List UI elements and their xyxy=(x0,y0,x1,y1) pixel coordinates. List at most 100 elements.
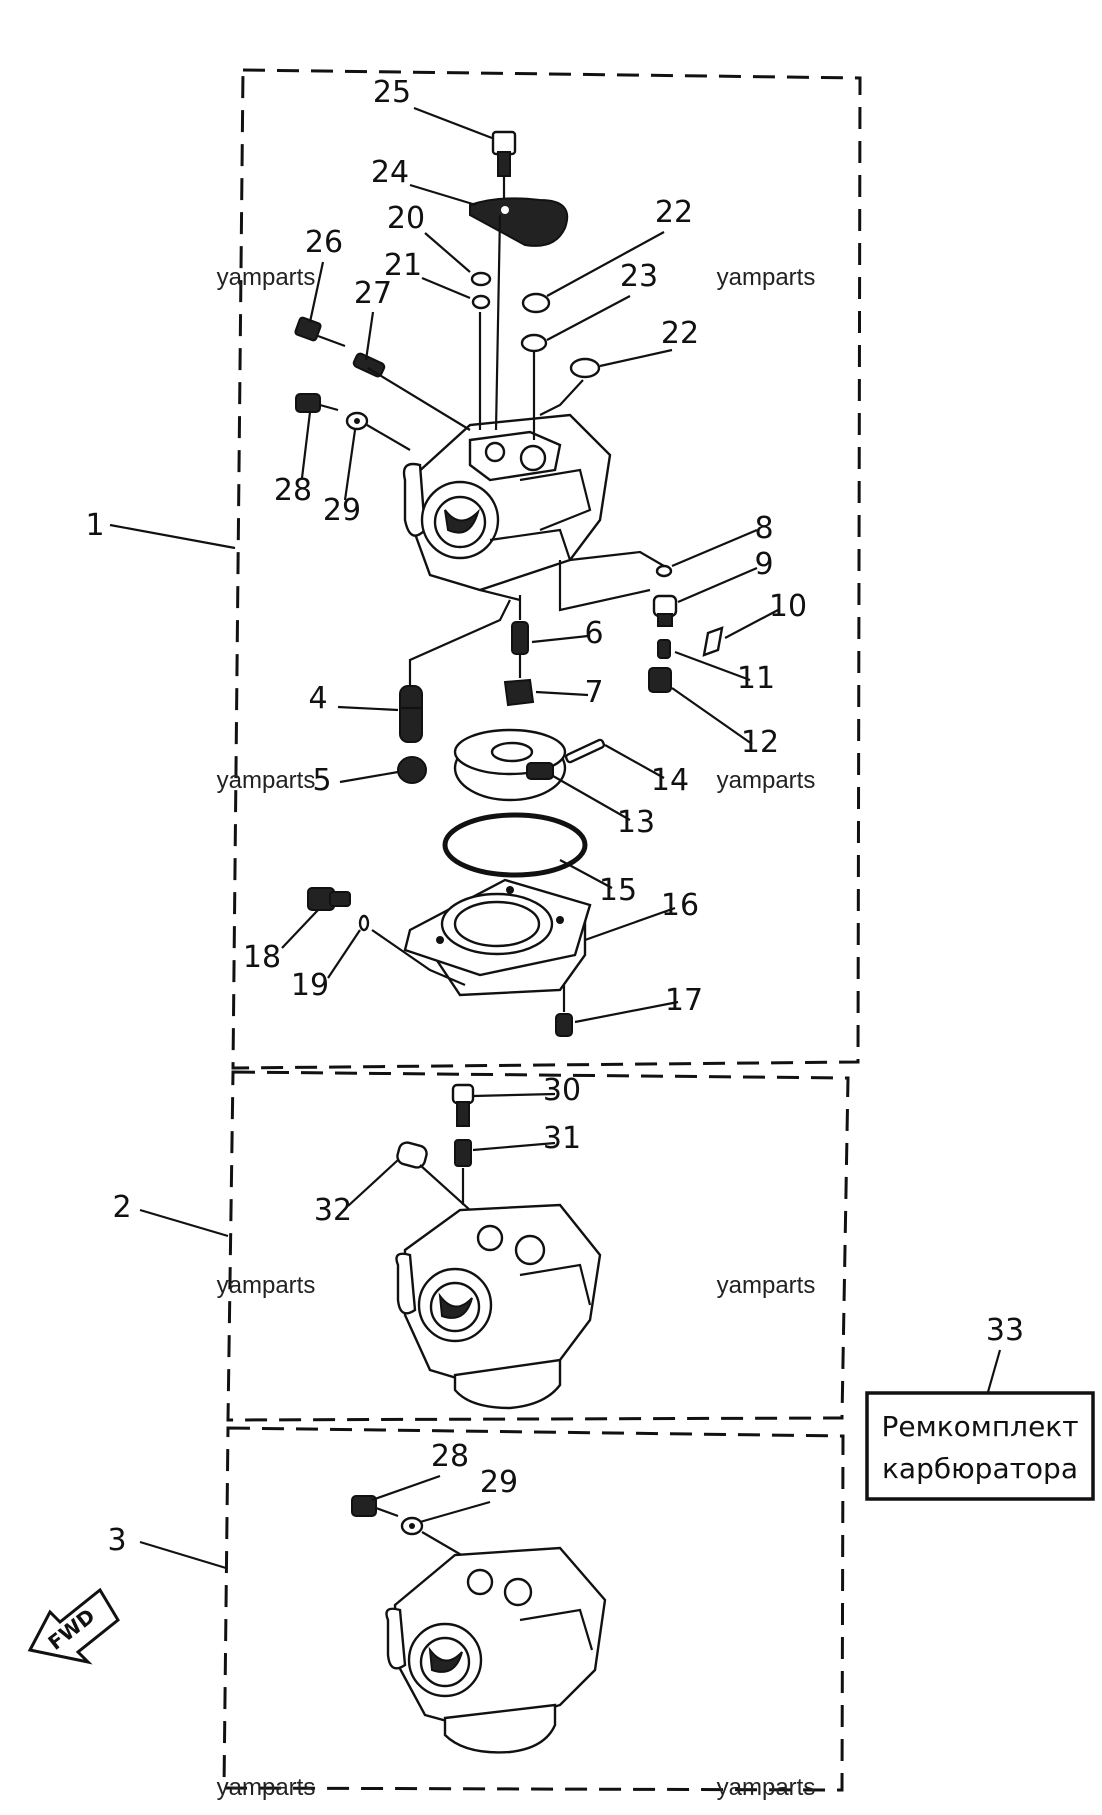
leader-line-33 xyxy=(986,1349,1002,1393)
callout-label-8: 8 xyxy=(754,511,773,546)
callout-label-28b: 28 xyxy=(431,1439,469,1474)
callout-label-33: 33 xyxy=(986,1313,1024,1348)
callout-label-6: 6 xyxy=(584,616,603,651)
watermark-text: yamparts xyxy=(217,264,316,291)
callout-label-24: 24 xyxy=(371,155,409,190)
leader-line-9 xyxy=(677,566,758,604)
leader-line-8 xyxy=(671,528,758,568)
float-part-13 xyxy=(453,728,567,802)
callout-label-16: 16 xyxy=(661,888,699,923)
callout-label-3: 3 xyxy=(107,1523,126,1558)
callout-label-15: 15 xyxy=(599,873,637,908)
leader-line-2 xyxy=(139,1208,229,1238)
plug-part-5 xyxy=(397,756,427,784)
carburetor-body-3 xyxy=(385,1546,607,1754)
float-valve-seat-part-9 xyxy=(652,594,678,627)
repair-kit-line2: карбюратора xyxy=(882,1452,1078,1485)
leader-line-26 xyxy=(308,261,325,323)
callout-label-9: 9 xyxy=(754,547,773,582)
leader-line-29b xyxy=(419,1500,491,1524)
leader-line-4 xyxy=(337,705,399,712)
screw-part-25 xyxy=(491,130,517,205)
leader-line-18 xyxy=(281,909,319,949)
leader-line-27 xyxy=(364,311,375,361)
pilot-jet-part-4 xyxy=(399,685,423,743)
plug-part-12 xyxy=(648,667,672,693)
callout-label-19: 19 xyxy=(291,968,329,1003)
callout-label-12: 12 xyxy=(741,725,779,760)
callout-label-23: 23 xyxy=(620,259,658,294)
leader-line-20 xyxy=(424,232,471,273)
leader-line-14 xyxy=(604,744,665,779)
leader-line-7 xyxy=(535,690,589,697)
drain-screw-part-18 xyxy=(307,887,351,911)
callout-label-26: 26 xyxy=(305,225,343,260)
group-box-carburetor-2 xyxy=(226,1070,850,1422)
group-box-carburetor-3 xyxy=(222,1426,845,1792)
pilot-screw-part-27 xyxy=(352,352,386,378)
leader-line-5 xyxy=(339,770,399,784)
callout-label-14: 14 xyxy=(651,763,689,798)
needle-valve-part-8 xyxy=(655,564,673,578)
float-chamber-part-16 xyxy=(403,878,592,997)
watermark-text: yamparts xyxy=(717,264,816,291)
callout-label-27: 27 xyxy=(354,276,392,311)
leader-line-22a xyxy=(546,231,665,297)
callout-label-2: 2 xyxy=(112,1190,131,1225)
callout-label-10: 10 xyxy=(769,589,807,624)
cover-plate-part-24 xyxy=(469,197,569,247)
callout-label-18: 18 xyxy=(243,940,281,975)
callout-label-20: 20 xyxy=(387,201,425,236)
fwd-arrow-icon: FWD xyxy=(27,1587,120,1665)
leader-line-22b xyxy=(599,348,673,368)
float-pin-part-14 xyxy=(564,738,606,764)
screw-part-17 xyxy=(555,985,573,1037)
cap-part-32 xyxy=(396,1141,428,1169)
leader-line-32 xyxy=(347,1159,399,1207)
leader-line-1 xyxy=(109,523,236,550)
watermark-text: yamparts xyxy=(217,767,316,794)
plug-part-22a xyxy=(521,292,551,314)
callout-label-25: 25 xyxy=(373,75,411,110)
callout-label-28a: 28 xyxy=(274,473,312,508)
watermark-text: yamparts xyxy=(717,1774,816,1801)
callout-label-11: 11 xyxy=(737,661,775,696)
leader-line-12 xyxy=(671,687,753,745)
leader-line-25 xyxy=(413,106,493,140)
callout-label-13: 13 xyxy=(617,805,655,840)
callout-label-21: 21 xyxy=(384,248,422,283)
leader-line-28a xyxy=(300,411,312,479)
o-ring-part-19 xyxy=(358,914,370,932)
callout-label-29a: 29 xyxy=(323,493,361,528)
screw-part-30 xyxy=(451,1083,475,1127)
watermark-text: yamparts xyxy=(717,1272,816,1299)
leader-line-24 xyxy=(409,183,477,207)
callout-label-22a: 22 xyxy=(655,195,693,230)
leader-line-23 xyxy=(546,295,631,341)
leader-line-30 xyxy=(472,1092,556,1098)
leader-line-11 xyxy=(674,650,751,682)
leader-line-10 xyxy=(724,609,779,639)
screw-part-28b xyxy=(351,1495,399,1518)
group-box-carburetor-1 xyxy=(231,68,862,1070)
callout-label-22b: 22 xyxy=(661,316,699,351)
callout-label-5: 5 xyxy=(312,763,331,798)
carburetor-body-1 xyxy=(402,413,612,602)
watermark-text: yamparts xyxy=(717,767,816,794)
callout-leaders xyxy=(109,106,1002,1570)
callout-label-29b: 29 xyxy=(480,1465,518,1500)
callout-label-1: 1 xyxy=(85,508,104,543)
screw-part-26 xyxy=(294,316,346,348)
jet-part-11 xyxy=(657,639,671,659)
watermark-text: yamparts xyxy=(217,1272,316,1299)
watermarks: yamparts yamparts yamparts yamparts yamparts… xyxy=(217,264,816,1801)
leader-line-15 xyxy=(559,859,613,889)
leader-line-6 xyxy=(531,634,589,644)
gasket-part-15 xyxy=(442,812,588,878)
repair-kit-line1: Ремкомплект xyxy=(881,1410,1078,1443)
callout-label-32: 32 xyxy=(314,1193,352,1228)
watermark-text: yamparts xyxy=(217,1774,316,1801)
leader-line-28b xyxy=(371,1474,441,1502)
callout-label-4: 4 xyxy=(308,681,327,716)
